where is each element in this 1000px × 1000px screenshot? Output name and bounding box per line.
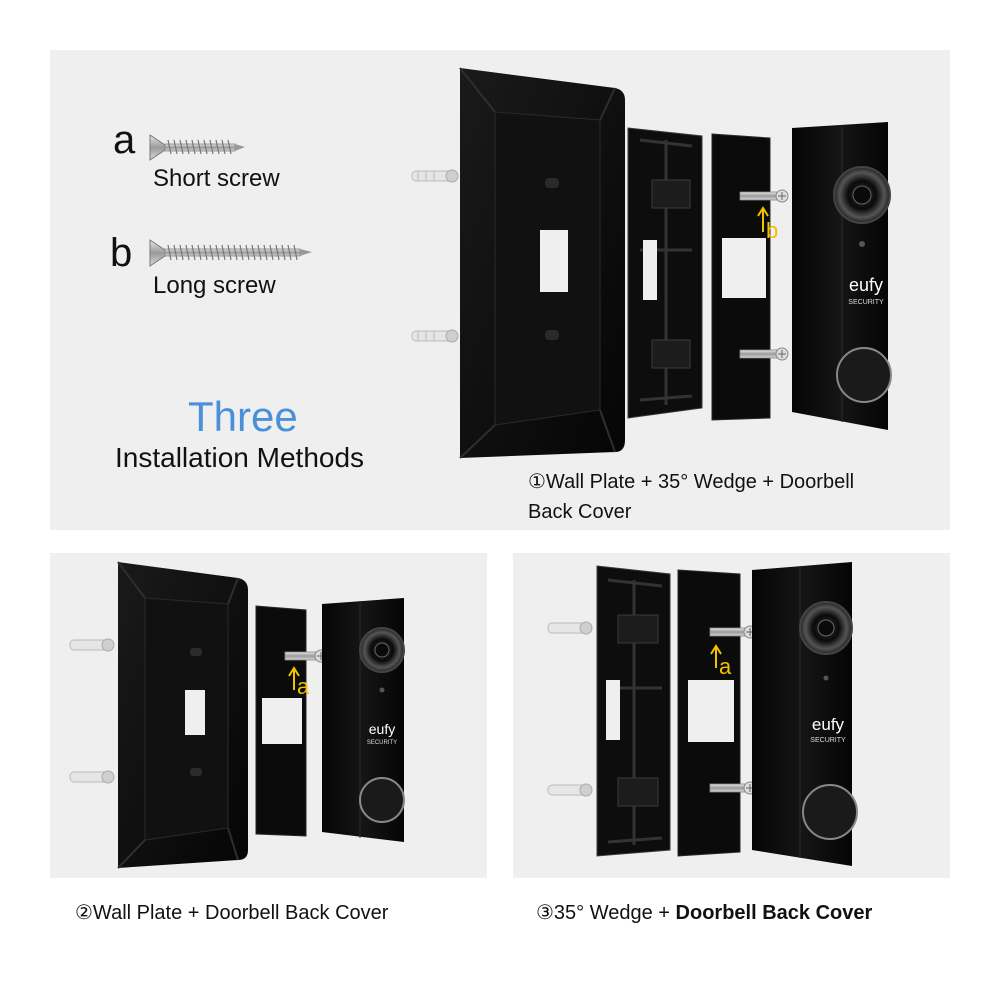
short-screw-icon — [284, 649, 328, 663]
wall-plate — [117, 561, 248, 869]
short-screw-icon — [709, 625, 757, 639]
method-3-caption-bold: Doorbell Back Cover — [675, 902, 873, 924]
screw-letter-a: a — [113, 118, 136, 162]
screw-marker: a — [719, 654, 732, 679]
eufy-logo: eufy SECURITY — [367, 721, 397, 746]
short-screw-icon — [739, 347, 789, 361]
doorbell-back-cover — [677, 569, 741, 857]
svg-text:SECURITY: SECURITY — [367, 740, 397, 746]
wall-anchor-icon — [547, 621, 593, 635]
short-screw-icon — [149, 134, 245, 161]
headline-accent: Three — [188, 393, 298, 440]
svg-text:eufy: eufy — [812, 715, 845, 734]
svg-text:eufy: eufy — [849, 275, 883, 295]
wall-anchor-icon — [411, 329, 459, 343]
arrow-up-icon — [288, 666, 300, 690]
short-screw-icon — [709, 781, 757, 795]
screw-marker: a — [297, 674, 310, 699]
doorbell-back-cover — [711, 133, 771, 421]
wall-anchor-icon — [547, 783, 593, 797]
headline-text: Installation Methods — [115, 442, 365, 473]
svg-text:SECURITY: SECURITY — [810, 737, 846, 744]
long-screw-icon — [149, 239, 312, 267]
arrow-up-icon — [710, 644, 722, 668]
wedge-35 — [627, 127, 703, 419]
arrow-up-icon — [757, 206, 769, 232]
wall-anchor-icon — [69, 770, 115, 784]
screw-letter-b: b — [110, 231, 133, 275]
svg-text:eufy: eufy — [369, 721, 395, 737]
method-3-caption-plain: ③35° Wedge + — [536, 902, 676, 924]
screw-marker: b — [766, 218, 778, 243]
doorbell-device — [792, 122, 892, 430]
wall-plate — [459, 67, 625, 459]
wall-anchor-icon — [69, 638, 115, 652]
eufy-logo: eufy SECURITY — [848, 275, 884, 306]
wedge-35 — [596, 565, 671, 857]
method-1-caption-line2: Back Cover — [528, 501, 632, 523]
method-1-caption: ①Wall Plate + 35° Wedge + Doorbell — [528, 471, 855, 493]
doorbell-device — [752, 562, 858, 866]
svg-text:SECURITY: SECURITY — [848, 299, 884, 306]
doorbell-device — [322, 598, 405, 842]
eufy-logo: eufy SECURITY — [810, 715, 846, 744]
doorbell-back-cover — [255, 605, 307, 837]
wall-anchor-icon — [411, 169, 459, 183]
long-screw-icon — [739, 189, 789, 203]
method-2-caption: ②Wall Plate + Doorbell Back Cover — [75, 902, 389, 924]
long-screw-label: Long screw — [153, 272, 276, 299]
short-screw-label: Short screw — [153, 165, 280, 192]
method-3-caption: ③35° Wedge + Doorbell Back Cover — [536, 900, 872, 925]
